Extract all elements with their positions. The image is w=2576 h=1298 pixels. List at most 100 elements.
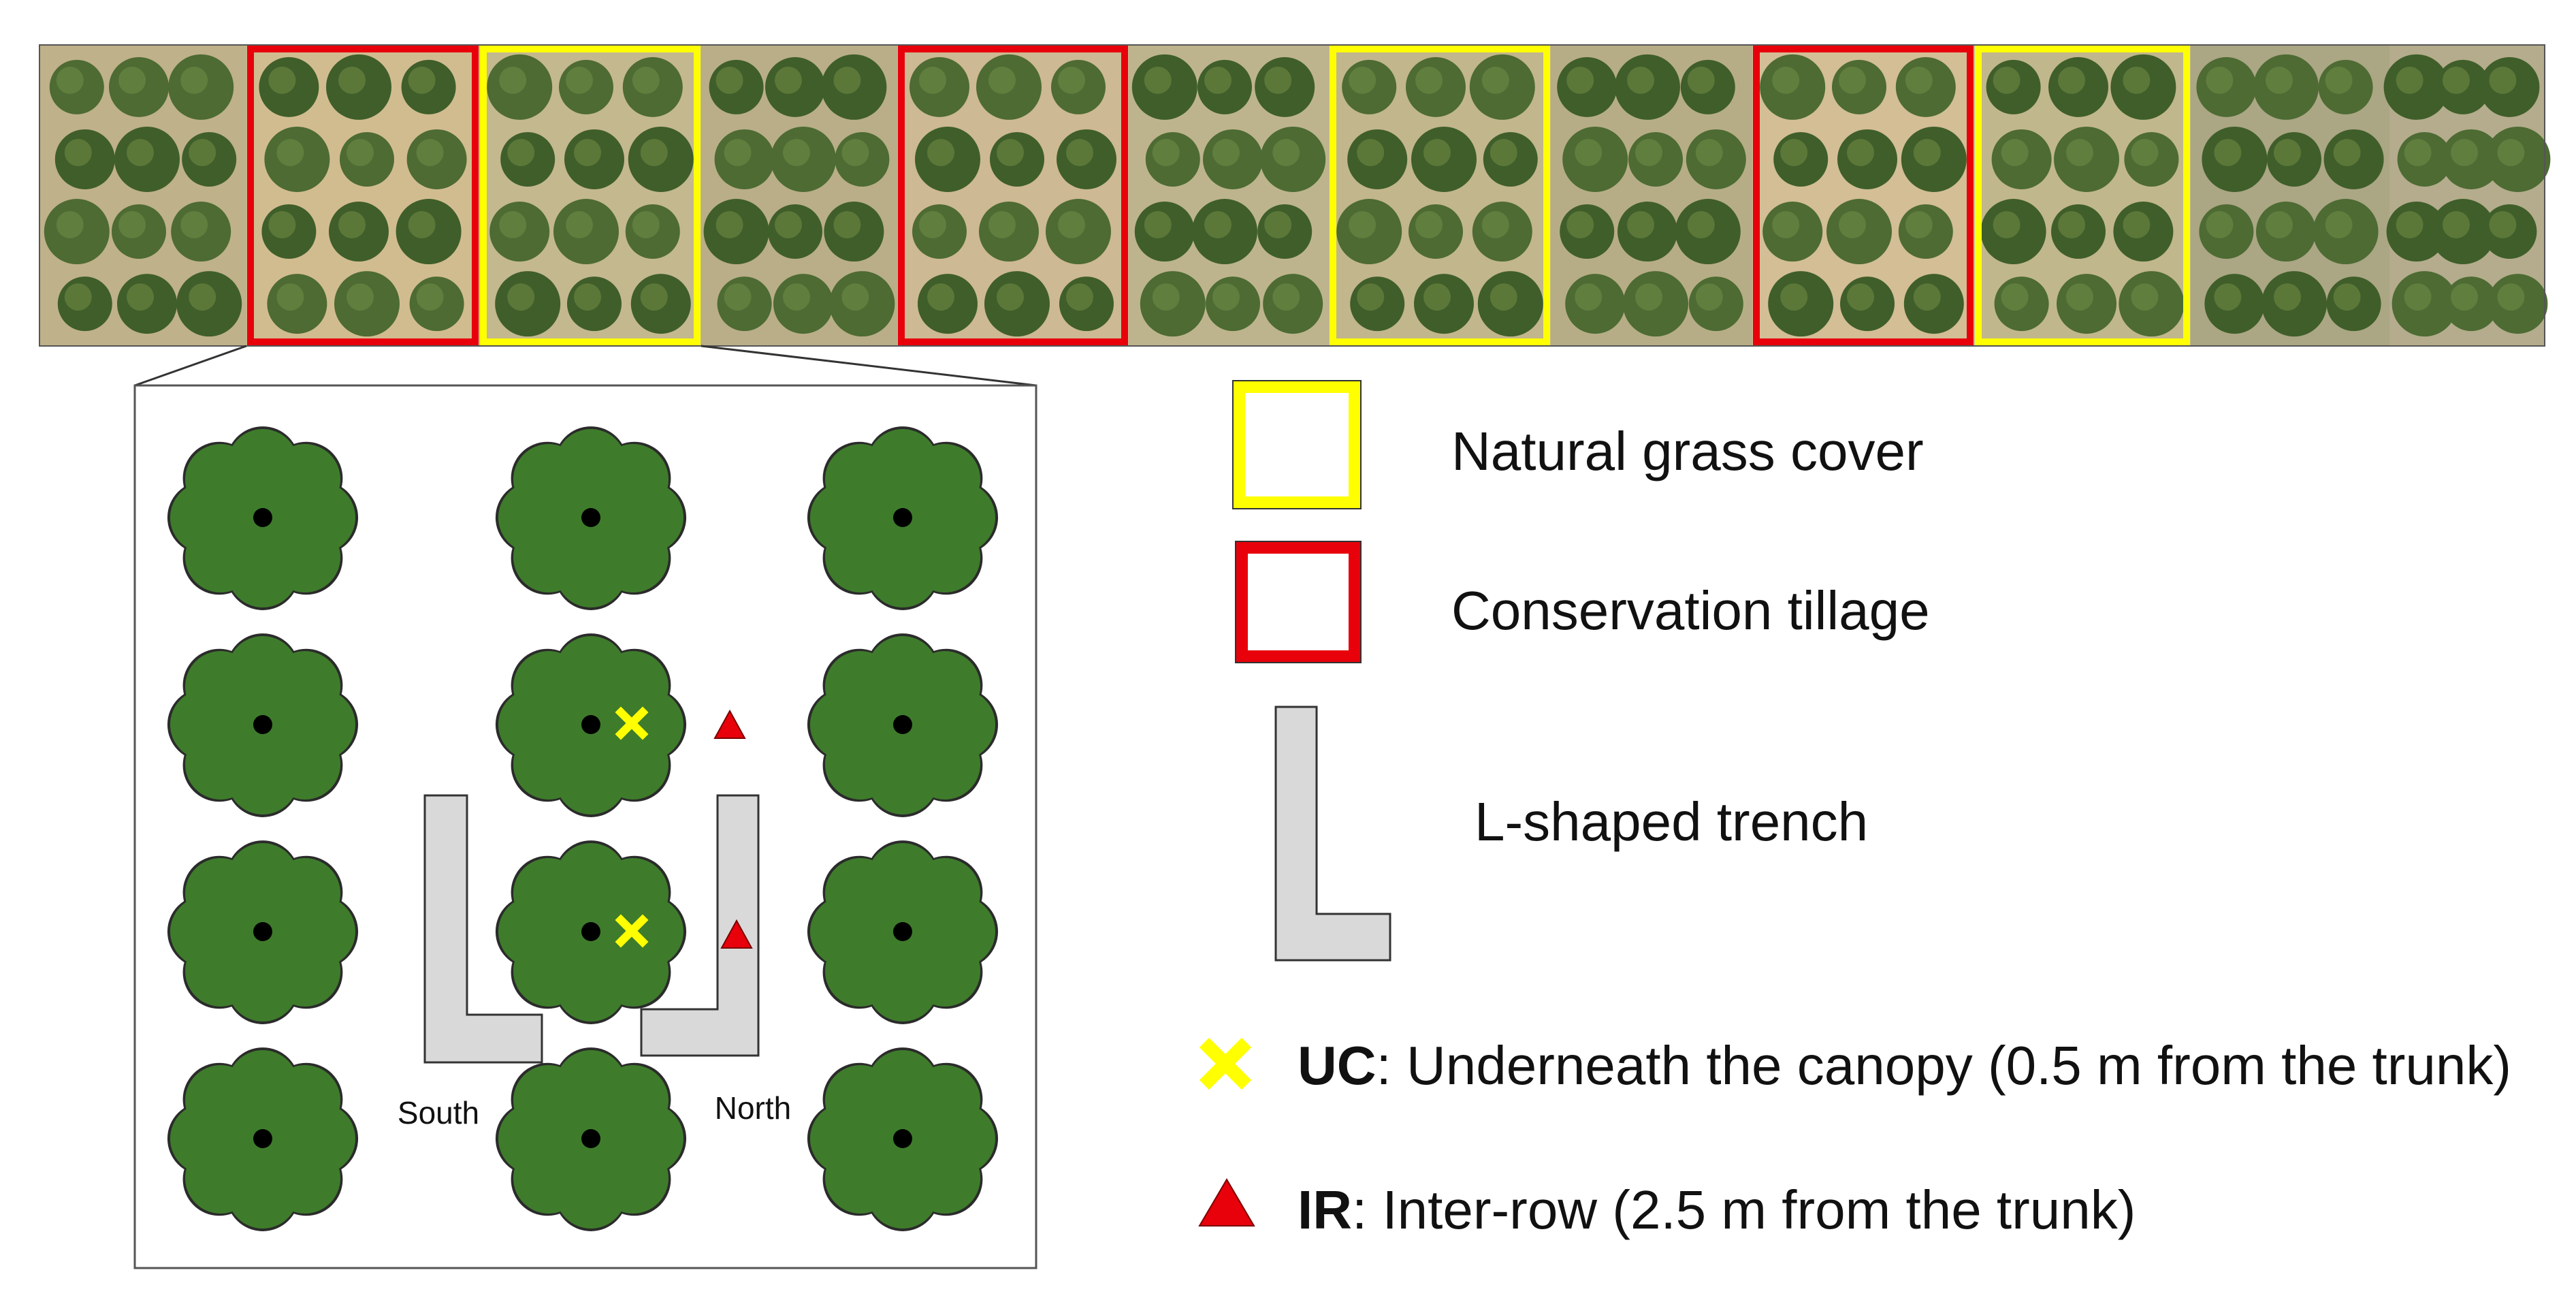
- aerial-tree-highlight: [841, 138, 869, 166]
- aerial-tree-highlight: [1687, 211, 1715, 239]
- olive-tree: [807, 633, 999, 817]
- aerial-plot-panel: [479, 45, 701, 346]
- aerial-tree-highlight: [416, 283, 444, 311]
- aerial-tree-highlight: [1566, 211, 1594, 239]
- legend-natural-grass-swatch: [1233, 381, 1361, 509]
- aerial-tree-highlight: [2274, 283, 2301, 311]
- aerial-tree-highlight: [1357, 283, 1385, 311]
- aerial-tree-highlight: [1627, 66, 1654, 94]
- legend-ir-marker: [1198, 1178, 1255, 1226]
- aerial-tree-highlight: [919, 211, 946, 239]
- aerial-tree-highlight: [118, 66, 146, 94]
- legend-ir-text: IR: Inter-row (2.5 m from the trunk): [1298, 1180, 2136, 1240]
- conservation-tillage-frame: [898, 46, 1128, 345]
- aerial-tree-highlight: [1780, 138, 1808, 166]
- aerial-plot-panel: [2191, 45, 2389, 346]
- aerial-tree-highlight: [2058, 66, 2085, 94]
- conservation-tillage-frame: [1753, 46, 1974, 345]
- aerial-tree-highlight: [1415, 66, 1443, 94]
- aerial-tree-highlight: [1212, 283, 1240, 311]
- aerial-tree-highlight: [2274, 138, 2301, 166]
- aerial-tree-highlight: [2497, 138, 2525, 166]
- aerial-tree-highlight: [833, 211, 861, 239]
- aerial-tree-highlight: [268, 211, 296, 239]
- olive-tree: [495, 633, 687, 817]
- aerial-tree-highlight: [2123, 66, 2151, 94]
- olive-trunk: [893, 1129, 912, 1148]
- aerial-tree-highlight: [1349, 66, 1376, 94]
- olive-tree: [167, 1047, 359, 1231]
- aerial-tree-highlight: [1490, 138, 1517, 166]
- olive-tree-grid: [167, 426, 999, 1231]
- aerial-tree-highlight: [2066, 283, 2093, 311]
- aerial-tree-highlight: [988, 211, 1016, 239]
- aerial-tree-highlight: [2443, 66, 2470, 94]
- aerial-tree-highlight: [1264, 66, 1292, 94]
- aerial-orthophoto-strip: [39, 44, 2551, 347]
- aerial-tree-highlight: [507, 283, 535, 311]
- aerial-tree-highlight: [997, 283, 1024, 311]
- aerial-tree-highlight: [64, 138, 92, 166]
- aerial-plot-panel: [2383, 45, 2551, 346]
- aerial-tree-highlight: [1905, 211, 1933, 239]
- aerial-tree-highlight: [1152, 138, 1180, 166]
- aerial-plot-panel: [246, 45, 479, 346]
- aerial-tree-highlight: [1905, 66, 1933, 94]
- aerial-tree-highlight: [2058, 211, 2085, 239]
- aerial-tree-highlight: [1772, 211, 1800, 239]
- olive-trunk: [253, 922, 272, 941]
- plot-treatment-frames: [247, 46, 2190, 345]
- legend-ir-code: IR: [1298, 1180, 1352, 1240]
- aerial-tree-highlight: [2497, 283, 2525, 311]
- aerial-tree-highlight: [56, 66, 84, 94]
- aerial-tree-highlight: [632, 66, 660, 94]
- aerial-tree-highlight: [2404, 138, 2432, 166]
- aerial-tree-highlight: [1152, 283, 1180, 311]
- aerial-tree-highlight: [724, 283, 752, 311]
- aerial-tree-highlight: [118, 211, 146, 239]
- olive-trunk: [893, 715, 912, 734]
- aerial-tree-highlight: [276, 138, 304, 166]
- aerial-tree-highlight: [189, 283, 216, 311]
- aerial-tree-highlight: [997, 138, 1024, 166]
- legend-conservation-tillage-swatch: [1236, 541, 1361, 663]
- aerial-tree-highlight: [2404, 283, 2432, 311]
- aerial-tree-highlight: [1357, 138, 1385, 166]
- aerial-tree-highlight: [1481, 66, 1509, 94]
- olive-tree: [167, 633, 359, 817]
- aerial-tree-highlight: [775, 66, 802, 94]
- aerial-tree-highlight: [715, 211, 743, 239]
- aerial-plot-panel: [39, 45, 246, 346]
- aerial-tree-highlight: [1566, 66, 1594, 94]
- aerial-tree-highlight: [180, 66, 208, 94]
- aerial-tree-highlight: [1635, 138, 1662, 166]
- aerial-tree-highlight: [574, 138, 601, 166]
- zoom-connector-right: [701, 345, 1037, 387]
- aerial-tree-highlight: [1695, 283, 1723, 311]
- aerial-tree-highlight: [1913, 138, 1941, 166]
- aerial-tree-highlight: [1780, 283, 1808, 311]
- legend-natural-grass-swatch-outline: [1232, 380, 1362, 509]
- olive-trunk: [893, 922, 912, 941]
- aerial-tree-highlight: [2443, 211, 2470, 239]
- olive-trunk: [893, 508, 912, 527]
- aerial-tree-highlight: [715, 66, 743, 94]
- aerial-tree-highlight: [1847, 283, 1874, 311]
- aerial-tree-highlight: [1913, 283, 1941, 311]
- natural-grass-frame: [1330, 46, 1550, 345]
- aerial-tree-highlight: [2214, 283, 2242, 311]
- aerial-tree-highlight: [919, 66, 946, 94]
- aerial-tree-highlight: [1772, 66, 1800, 94]
- olive-trunk: [581, 715, 600, 734]
- aerial-tree-highlight: [1575, 283, 1603, 311]
- aerial-tree-highlight: [2396, 66, 2424, 94]
- aerial-tree-highlight: [2214, 138, 2242, 166]
- aerial-tree-highlight: [268, 66, 296, 94]
- aerial-tree-highlight: [1066, 283, 1093, 311]
- aerial-tree-highlight: [416, 138, 444, 166]
- aerial-tree-highlight: [927, 283, 954, 311]
- olive-trunk: [581, 508, 600, 527]
- aerial-tree-highlight: [1144, 66, 1172, 94]
- aerial-tree-highlight: [632, 211, 660, 239]
- aerial-tree-highlight: [2451, 138, 2478, 166]
